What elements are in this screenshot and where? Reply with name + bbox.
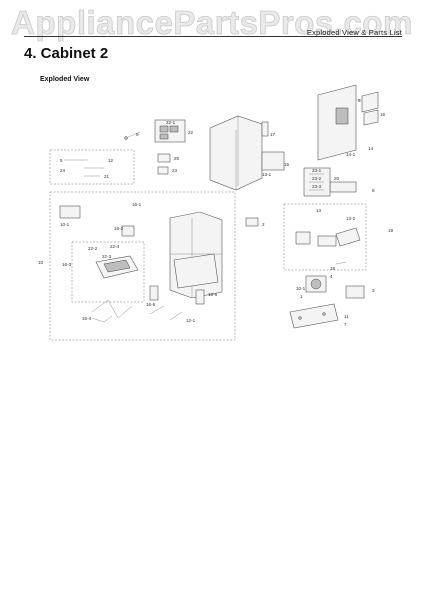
callout-13-1: 13-1: [262, 172, 272, 177]
callout-23: 23: [172, 168, 178, 173]
callout-16-5: 16-5: [146, 302, 156, 307]
callout-23-2: 23-2: [312, 176, 322, 181]
callout-22-4: 22-4: [110, 244, 120, 249]
callout-17: 17: [270, 132, 276, 137]
fastener-box: [49, 149, 135, 185]
callout-22-1: 22-1: [166, 120, 176, 125]
callout-12: 12: [108, 158, 114, 163]
callout-3: 3: [372, 288, 375, 293]
callout-7: 7: [344, 322, 347, 327]
callout-13-2: 13-2: [346, 216, 356, 221]
watermark-logo: AppliancePartsPros.com: [11, 4, 413, 42]
callout-11: 11: [344, 314, 349, 319]
callout-5: 5: [60, 158, 63, 163]
callout-4: 4: [330, 274, 333, 279]
rear-panel: [317, 84, 379, 161]
callout-23-3: 23-3: [312, 184, 322, 189]
callout-23-1: 23-1: [312, 168, 322, 173]
cabinet-body: [209, 115, 263, 191]
motor-parts: [289, 261, 365, 329]
callout-14: 14: [368, 146, 374, 151]
page-header: Exploded View & Parts List: [306, 28, 402, 37]
callout-16-3: 16-3: [62, 262, 72, 267]
callout-labels: 9 22 22-1 25 23 5 12 24 21 17 15 13-1 6 …: [38, 98, 394, 327]
callout-21: 21: [104, 174, 110, 179]
callout-6: 6: [358, 98, 361, 103]
callout-16: 16: [380, 112, 386, 117]
callout-8: 8: [372, 188, 375, 193]
callout-13: 13: [316, 208, 322, 213]
callout-10-1b: 10-1: [296, 286, 306, 291]
callout-9: 9: [136, 132, 139, 137]
section-title: 4. Cabinet 2: [24, 45, 109, 62]
header-rule: [24, 36, 402, 37]
callout-14-1: 14-1: [346, 152, 356, 157]
freezer-assembly-box: [49, 191, 236, 341]
callout-12-1: 12-1: [186, 318, 196, 323]
callout-16-2: 16-2: [114, 226, 124, 231]
control-parts: [245, 121, 367, 271]
callout-18: 18: [330, 266, 336, 271]
callout-24: 24: [60, 168, 66, 173]
callout-25: 25: [174, 156, 180, 161]
callout-15: 15: [284, 162, 290, 167]
section-subtitle: Exploded View: [40, 76, 90, 83]
callout-16-4: 16-4: [82, 316, 92, 321]
callout-10-1: 10-1: [60, 222, 70, 227]
callout-1: 1: [300, 294, 303, 299]
freezer-cabinet: [59, 205, 223, 323]
callout-19: 19: [388, 228, 394, 233]
callout-2: 2: [262, 222, 265, 227]
callout-10: 10: [38, 260, 44, 265]
hinge-parts: [124, 119, 186, 175]
callout-22: 22: [188, 130, 194, 135]
callout-22-3: 22-3: [102, 254, 112, 259]
callout-20: 20: [334, 176, 340, 181]
watermark-text: AppliancePartsPros.com: [11, 4, 413, 41]
callout-16-6: 16-6: [208, 292, 218, 297]
callout-22-2: 22-2: [88, 246, 98, 251]
callout-16-1: 16-1: [132, 202, 142, 207]
